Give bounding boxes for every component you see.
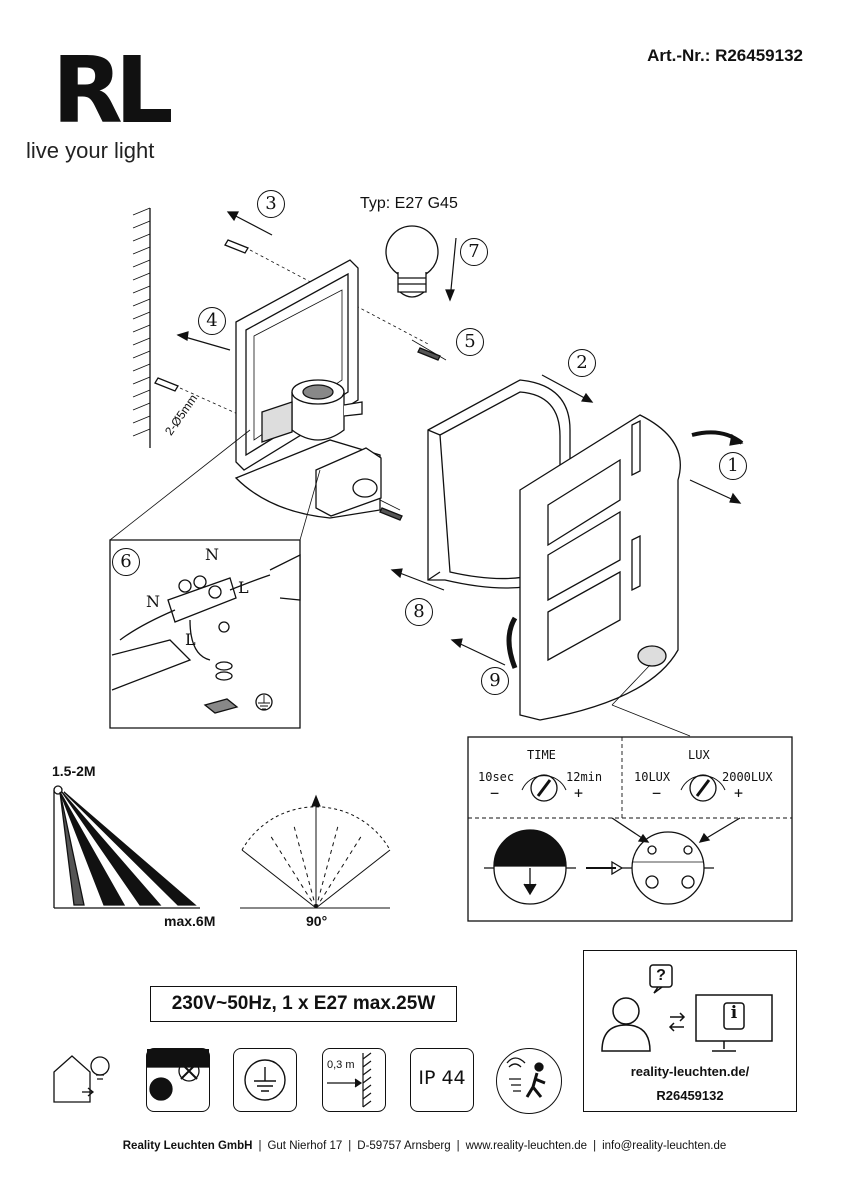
step-4-marker: 4 — [198, 307, 226, 335]
lux-min: 10LUX — [634, 770, 671, 784]
min-distance-text: 0,3 m — [327, 1059, 355, 1071]
article-number: Art.-Nr.: R26459132 — [647, 46, 803, 65]
lux-max: 2000LUX — [722, 770, 773, 784]
footer-city: D-59757 Arnsberg — [357, 1140, 451, 1152]
footer-company: Reality Leuchten GmbH — [122, 1140, 253, 1152]
wire-n-top: N — [205, 545, 219, 564]
metal-cage — [519, 414, 681, 721]
ip-rating-text: IP 44 — [418, 1067, 466, 1089]
sensor-settings-panel — [467, 664, 793, 922]
time-title: TIME — [527, 748, 556, 762]
footer-address: Gut Nierhof 17 — [267, 1140, 343, 1152]
motion-sensor-icon — [496, 1048, 562, 1114]
lux-title: LUX — [688, 748, 710, 762]
step-8-marker: 8 — [405, 598, 433, 626]
step-6-marker: 6 — [112, 548, 140, 576]
wiring-detail — [109, 429, 321, 729]
brand-logo: RL — [52, 37, 174, 144]
detection-range-side — [53, 785, 200, 909]
step-2-marker: 2 — [568, 349, 596, 377]
wall-illustration — [132, 207, 151, 448]
indoor-outdoor-icon — [52, 1052, 114, 1108]
step-3-marker: 3 — [257, 190, 285, 218]
ip-rating-icon: IP 44 — [410, 1048, 474, 1112]
bulb-illustration — [385, 225, 439, 298]
min-distance-icon: 0,3 m — [322, 1048, 386, 1112]
detection-angle-label: 90° — [306, 913, 328, 929]
wire-n-left: N — [146, 592, 160, 611]
support-box: ? i reality-leuchten.de/ R26459132 — [583, 950, 797, 1112]
electrical-spec: 230V~50Hz, 1 x E27 max.25W — [150, 986, 457, 1022]
time-min: 10sec — [478, 770, 515, 784]
mount-height-label: 1.5-2M — [52, 763, 96, 779]
step-1-marker: 1 — [719, 452, 747, 480]
lux-minus: − — [652, 784, 662, 802]
footer: Reality Leuchten GmbH|Gut Nierhof 17|D-5… — [122, 1140, 727, 1152]
detection-range-label: max.6M — [164, 913, 216, 929]
step-7-marker: 7 — [460, 238, 488, 266]
footer-email[interactable]: info@reality-leuchten.de — [602, 1140, 727, 1152]
mounting-plate — [234, 259, 382, 519]
no-bulb-included-icon — [146, 1048, 210, 1112]
time-plus: + — [574, 784, 584, 802]
screws — [379, 347, 441, 521]
assembly-arrows — [176, 211, 744, 669]
brand-tagline: live your light — [26, 138, 155, 163]
question-icon: ? — [656, 967, 666, 984]
wall-plugs — [154, 239, 431, 416]
support-article: R26459132 — [656, 1088, 724, 1103]
detection-range-top — [240, 794, 391, 909]
protection-class-1-icon — [233, 1048, 297, 1112]
wire-l-right: L — [238, 578, 249, 597]
step-5-marker: 5 — [456, 328, 484, 356]
support-url[interactable]: reality-leuchten.de/ — [630, 1064, 750, 1079]
step-9-marker: 9 — [481, 667, 509, 695]
time-max: 12min — [566, 770, 603, 784]
wire-l-bottom: L — [185, 630, 196, 649]
time-minus: − — [490, 784, 500, 802]
lux-plus: + — [734, 784, 744, 802]
footer-web[interactable]: www.reality-leuchten.de — [465, 1140, 588, 1152]
info-icon: i — [730, 1003, 738, 1023]
bulb-type-label: Typ: E27 G45 — [360, 195, 458, 212]
